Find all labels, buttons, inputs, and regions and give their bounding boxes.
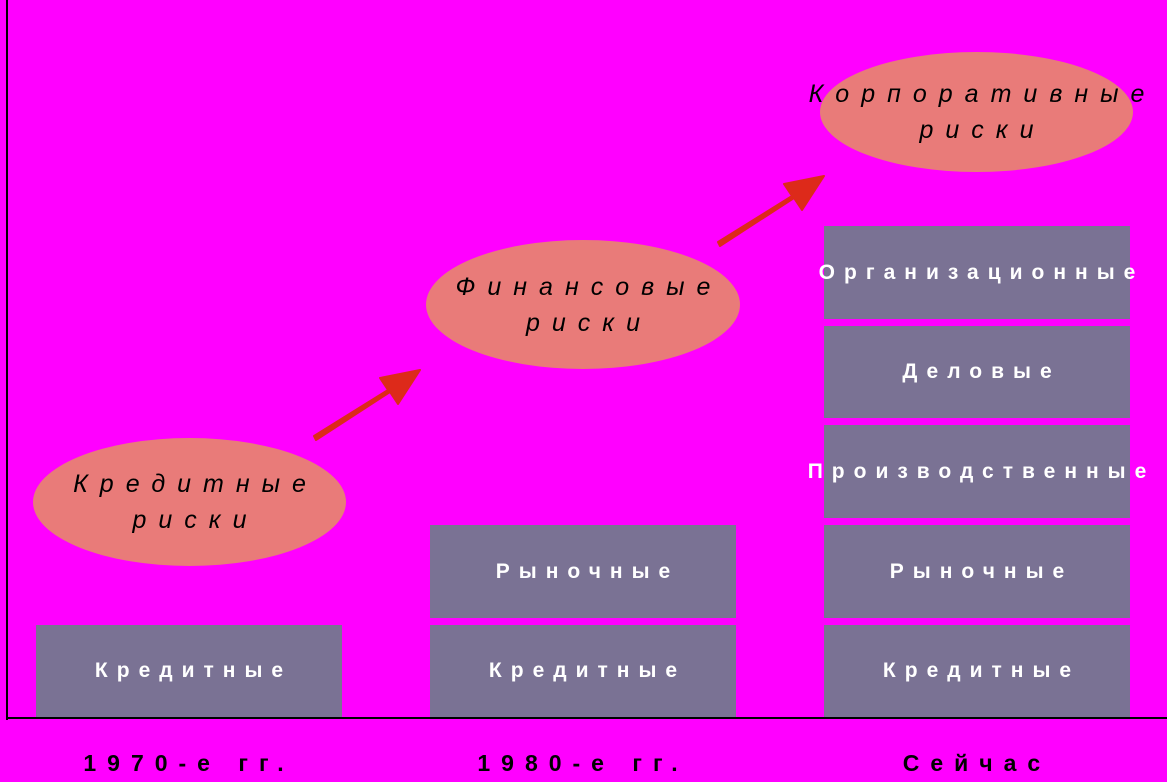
- block-now-rynochnye: Рыночные: [824, 525, 1130, 618]
- era-label-1980: 1980-е гг.: [477, 750, 689, 776]
- ellipse-line1: Кредитные: [73, 470, 318, 498]
- era-label-now: Сейчас: [902, 750, 1052, 776]
- block-1970-kreditnye: Кредитные: [36, 625, 342, 717]
- ellipse-line2: риски: [919, 116, 1046, 144]
- ellipse-line2: риски: [525, 308, 652, 337]
- arrow-1-icon: [313, 369, 421, 441]
- arrow-1-shape: [313, 369, 421, 441]
- ellipse-line1: Финансовые: [455, 272, 723, 301]
- block-now-organizatsionnye: Организационные: [819, 226, 1135, 319]
- horizontal-axis: [6, 717, 1167, 719]
- block-now-kreditnye: Кредитные: [824, 625, 1130, 717]
- vertical-axis: [6, 0, 8, 720]
- block-now-delovye: Деловые: [824, 326, 1130, 418]
- block-1980-rynochnye: Рыночные: [430, 525, 736, 618]
- ellipse-line2: риски: [132, 506, 259, 534]
- era-label-1970: 1970-е гг.: [83, 750, 295, 776]
- block-1980-kreditnye: Кредитные: [430, 625, 736, 717]
- ellipse-korporativnye-riski: Корпоративные риски: [809, 52, 1144, 172]
- ellipse-line1: Корпоративные: [808, 80, 1157, 108]
- arrow-2-icon: [717, 175, 825, 247]
- arrow-2-shape: [717, 175, 825, 247]
- ellipse-finansovye-riski: Финансовые риски: [426, 240, 740, 369]
- ellipse-kreditnye-riski: Кредитные риски: [33, 438, 346, 566]
- block-now-proizvodstvennye: Производственные: [808, 425, 1146, 518]
